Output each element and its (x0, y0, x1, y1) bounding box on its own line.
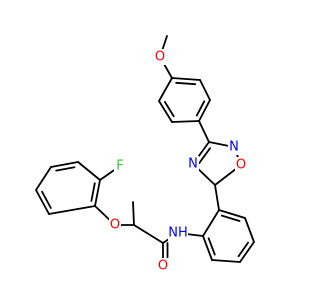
bond-f2-f3 (77, 161, 101, 181)
bond-c3-n4-inner (198, 147, 211, 165)
bond-c5-a1 (214, 184, 220, 211)
bond-f3-f4-inner (55, 166, 76, 172)
atom-label-background-oe (109, 217, 121, 233)
bond-a4-a5 (211, 259, 241, 263)
bond-a5-a6-inner (207, 237, 216, 256)
atom-label-background-o5 (235, 157, 247, 173)
bond-f3-f4 (50, 161, 79, 168)
atom-label-background-oc (157, 258, 169, 274)
bond-f4-f5 (35, 166, 52, 191)
bond-a6-a1 (202, 209, 220, 237)
atom-label-background-fl (114, 158, 126, 174)
bond-m5-m6-inner (164, 101, 175, 118)
bond-a3-a4 (239, 241, 255, 263)
atom-label-oc: O (158, 259, 168, 274)
atom-label-background-n4 (187, 156, 199, 172)
atom-label-o5: O (236, 158, 246, 173)
bond-m6-m1 (158, 77, 173, 102)
bond-f5-f6-inner (41, 190, 52, 209)
bond-a3-a4-inner (237, 241, 249, 258)
bond-f5-f6 (35, 189, 50, 215)
bond-a2-a3 (244, 217, 255, 243)
bond-m1-m2 (171, 77, 201, 81)
atom-label-background-o1 (154, 49, 166, 65)
bond-f1-f2 (94, 179, 101, 207)
atom-label-o1: O (155, 50, 165, 65)
bond-m3-m4 (198, 99, 211, 122)
canvas-background (0, 0, 300, 300)
bond-f1-f2-inner (90, 182, 96, 202)
atom-label-background-nh (168, 225, 188, 241)
bond-a1-a2 (218, 209, 246, 219)
bond-m1-m2-inner (175, 81, 197, 86)
bond-cc-ch (133, 224, 164, 244)
atom-label-n4: N (188, 157, 198, 172)
bond-m4-m5 (171, 120, 200, 123)
bond-m4-c3 (198, 120, 210, 143)
bond-a1-a2-inner (220, 214, 241, 222)
atom-label-background-n2 (228, 139, 240, 155)
bond-m3-m4-inner (195, 100, 206, 117)
bond-m5-m6 (158, 100, 173, 123)
atom-label-fl: F (116, 159, 123, 174)
atom-label-nh: NH (168, 226, 188, 241)
bond-f6-f1 (48, 205, 96, 215)
bond-a5-a6 (202, 235, 213, 261)
atom-label-oe: O (110, 218, 120, 233)
bond-m2-m3 (199, 79, 211, 101)
bond-ch-me2 (132, 201, 135, 226)
atom-label-n2: N (229, 140, 239, 155)
